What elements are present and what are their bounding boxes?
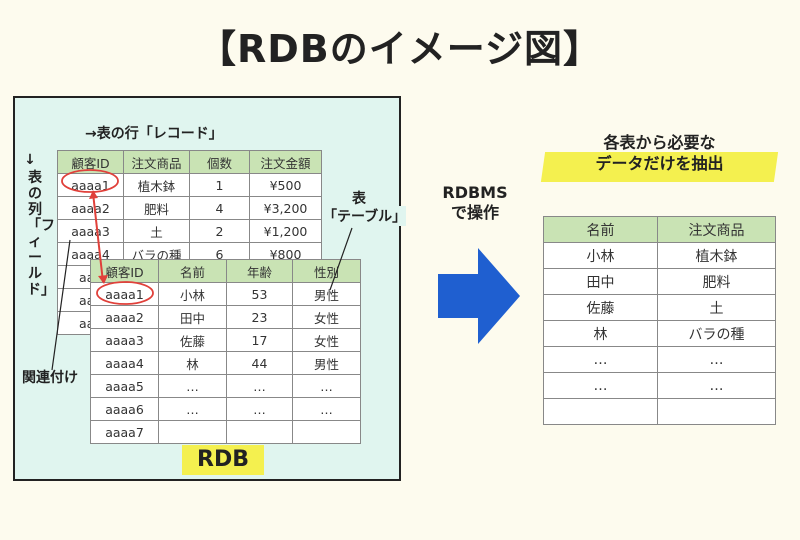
order-table-cell: 1 (189, 173, 250, 197)
operation-line-2: で操作 (450, 203, 499, 222)
result-table-body: 小林植木鉢田中肥料佐藤土林バラの種………… (543, 242, 776, 425)
page-title: 【RDBのイメージ図】 (197, 27, 602, 71)
table-pointer-line (329, 227, 353, 291)
table-label-1: 表 (352, 191, 366, 207)
result-table-cell: … (543, 346, 658, 373)
customer-table-cell: … (226, 397, 293, 421)
rdb-label: RDB (182, 445, 264, 475)
customer-table-cell: aaaa2 (90, 305, 159, 329)
table-label-2: 「テーブル」 (323, 206, 407, 226)
highlight-circle-customer (96, 281, 154, 305)
result-table-cell: バラの種 (657, 320, 776, 347)
result-table-header: 名前注文商品 (543, 216, 776, 243)
extract-label: 各表から必要な データだけを抽出 (543, 132, 776, 174)
relation-arrow-bottom (98, 275, 108, 284)
result-table-header-cell: 名前 (543, 216, 658, 243)
result-table-cell: … (657, 346, 776, 373)
result-table-cell: 林 (543, 320, 658, 347)
order-table-cell: aaaa3 (57, 219, 124, 243)
order-table-cell: 肥料 (123, 196, 190, 220)
table-row: aaaa7 (90, 420, 361, 444)
customer-table-cell: … (292, 397, 361, 421)
table-row: 佐藤土 (543, 294, 776, 321)
result-table-cell: … (657, 372, 776, 399)
order-table-cell: aaaa2 (57, 196, 124, 220)
order-table-cell: aaaa1 (57, 173, 124, 197)
result-table-header-cell: 注文商品 (657, 216, 776, 243)
customer-table-cell: 男性 (292, 351, 361, 375)
customer-table-cell: 23 (226, 305, 293, 329)
table-row: …… (543, 372, 776, 399)
table-row: 林バラの種 (543, 320, 776, 347)
result-table-cell: 佐藤 (543, 294, 658, 321)
order-table-header-cell: 注文商品 (123, 150, 190, 174)
result-table-cell: 植木鉢 (657, 242, 776, 269)
table-row (543, 398, 776, 425)
customer-table-cell (158, 420, 227, 444)
relation-arrow-top (89, 190, 98, 199)
operation-label: RDBMS で操作 (420, 183, 530, 223)
relation-line (92, 192, 104, 283)
customer-table-cell: aaaa5 (90, 374, 159, 398)
highlight-circle-order (61, 169, 119, 193)
result-table-cell: 肥料 (657, 268, 776, 295)
result-table-cell (657, 398, 776, 425)
customer-table-cell: 男性 (292, 282, 361, 306)
relation-label: 関連付け (22, 370, 78, 386)
order-table-cell: ¥500 (249, 173, 322, 197)
extract-line-1: 各表から必要な (603, 133, 716, 152)
result-table-cell: 小林 (543, 242, 658, 269)
order-table-cell: ¥3,200 (249, 196, 322, 220)
table-row: aaaa6……… (90, 397, 361, 421)
order-table-header-cell: 注文金額 (249, 150, 322, 174)
customer-table-header-cell: 顧客ID (90, 259, 159, 283)
result-table: 名前注文商品 小林植木鉢田中肥料佐藤土林バラの種………… (543, 216, 776, 425)
table-row: 田中肥料 (543, 268, 776, 295)
customer-table-cell (292, 420, 361, 444)
customer-table-cell (226, 420, 293, 444)
customer-table-cell: aaaa3 (90, 328, 159, 352)
col-label-arrow: ↓ (24, 152, 36, 168)
relation-pointer-line (51, 239, 71, 371)
operation-line-1: RDBMS (442, 183, 508, 202)
result-table-cell: … (543, 372, 658, 399)
table-row: …… (543, 346, 776, 373)
right-arrow-icon (438, 248, 520, 344)
table-row: 小林植木鉢 (543, 242, 776, 269)
order-table-header-cell: 個数 (189, 150, 250, 174)
result-table-cell: 土 (657, 294, 776, 321)
extract-line-2: データだけを抽出 (595, 154, 724, 173)
row-label: →表の行「レコード」 (85, 126, 223, 142)
customer-table-cell: … (158, 374, 227, 398)
customer-table-cell: … (158, 397, 227, 421)
result-table-cell (543, 398, 658, 425)
customer-table-cell: 佐藤 (158, 328, 227, 352)
result-table-cell: 田中 (543, 268, 658, 295)
